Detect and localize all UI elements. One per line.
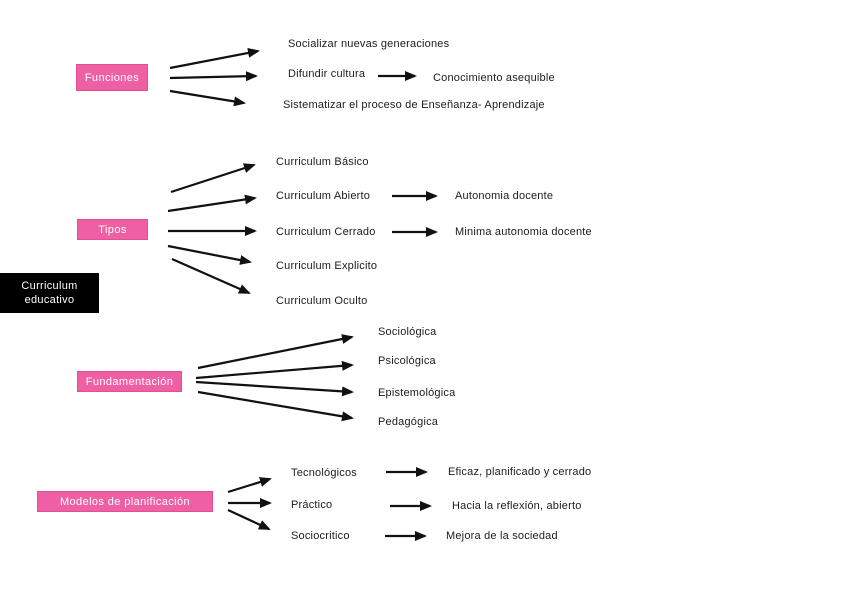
label-sociocritico: Sociocritico: [291, 530, 350, 542]
label-difundir-cultura: Difundir cultura: [288, 68, 366, 80]
label-psicologica: Psicológica: [378, 355, 436, 367]
arrow-funciones-socializar: [169, 47, 260, 70]
arrow-funciones-sistematizar: [169, 89, 246, 107]
branch-funciones: Funciones: [76, 64, 148, 91]
label-pedagogica: Pedagógica: [378, 416, 439, 428]
label-autonomia-docente: Autonomia docente: [455, 190, 554, 202]
label-conocimiento-asequible: Conocimiento asequible: [433, 72, 555, 84]
branch-modelos-de-planificacion: Modelos de planificación: [37, 491, 213, 512]
label-mejora-de-la-sociedad: Mejora de la sociedad: [446, 530, 558, 542]
branch-tipos: Tipos: [77, 219, 148, 240]
arrow-funciones-difundir: [169, 71, 258, 82]
arrow-fundamentacion-psicologica: [195, 360, 354, 380]
label-epistemologica: Epistemológica: [378, 387, 456, 399]
arrow-fundamentacion-epistemologica: [195, 380, 354, 397]
arrow-modelos-tecnologicos: [227, 477, 272, 494]
label-socializar-nuevas-generaciones: Socializar nuevas generaciones: [288, 38, 450, 50]
arrow-tipos-oculto: [171, 257, 251, 295]
arrow-modelos-sociocritico: [227, 509, 271, 530]
root-node-curriculum-educativo: Curriculum educativo: [0, 273, 99, 313]
label-curriculum-cerrado: Curriculum Cerrado: [276, 226, 376, 238]
label-sistematizar-proceso: Sistematizar el proceso de Enseñanza- Ap…: [283, 99, 545, 111]
label-curriculum-explicito: Curriculum Explicito: [276, 260, 378, 272]
arrow-tipos-explicito: [167, 244, 252, 265]
arrow-tipos-abierto: [167, 194, 257, 213]
arrow-fundamentacion-sociologica: [197, 334, 354, 370]
label-curriculum-basico: Curriculum Básico: [276, 156, 369, 168]
label-sociologica: Sociológica: [378, 326, 437, 338]
label-practico: Práctico: [291, 499, 333, 511]
arrow-fundamentacion-pedagogica: [197, 390, 354, 422]
label-tecnologicos: Tecnológicos: [291, 467, 357, 479]
label-curriculum-oculto: Curriculum Oculto: [276, 295, 368, 307]
label-curriculum-abierto: Curriculum Abierto: [276, 190, 371, 202]
arrow-tipos-basico: [170, 163, 256, 194]
label-minima-autonomia-docente: Minima autonomia docente: [455, 226, 592, 238]
label-hacia-la-reflexion-abierto: Hacia la reflexión, abierto: [452, 500, 582, 512]
branch-fundamentacion: Fundamentación: [77, 371, 182, 392]
label-eficaz-planificado-cerrado: Eficaz, planificado y cerrado: [448, 466, 592, 478]
